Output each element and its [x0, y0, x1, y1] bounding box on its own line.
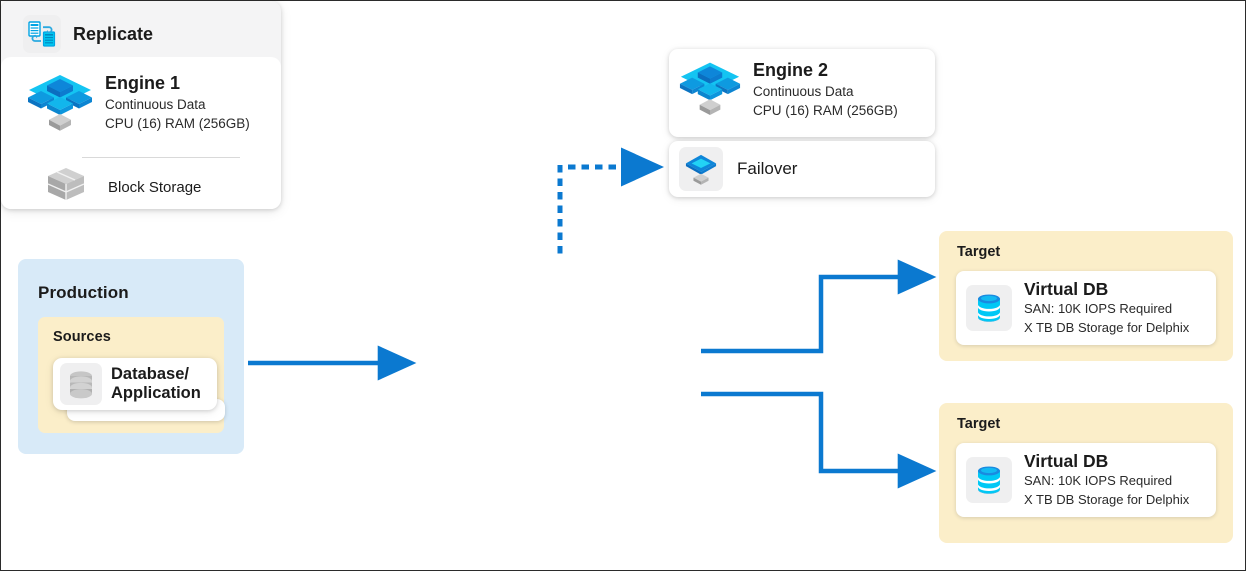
block-storage-row[interactable]: Block Storage	[46, 167, 201, 208]
replicate-icon	[23, 15, 61, 53]
engine2-title: Engine 2	[753, 60, 829, 80]
connector-engine1-to-target1	[701, 259, 937, 354]
virtual-db-subtitle-2b: X TB DB Storage for Delphix	[1024, 491, 1190, 507]
group-production: Production Sources	[18, 259, 244, 454]
virtual-db-card-1[interactable]: Virtual DB SAN: 10K IOPS Required X TB D…	[956, 271, 1216, 345]
virtual-db-text-1: Virtual DB SAN: 10K IOPS Required X TB D…	[1024, 279, 1189, 338]
block-storage-label: Block Storage	[108, 179, 202, 196]
failover-card[interactable]: Failover	[669, 141, 935, 197]
source-label-line1: Database/	[111, 365, 189, 384]
engine1-subtitle-1: Continuous Data	[105, 96, 206, 112]
virtual-db-card-2[interactable]: Virtual DB SAN: 10K IOPS Required X TB D…	[956, 443, 1216, 517]
engine1-title: Engine 1	[105, 73, 181, 93]
engine1-divider	[82, 157, 240, 158]
engine1-row[interactable]: Engine 1 Continuous Data CPU (16) RAM (2…	[27, 73, 250, 136]
source-item-database-application[interactable]: Database/Application	[53, 358, 217, 410]
source-item-label: Database/Application	[111, 365, 201, 403]
engine2-card[interactable]: Engine 2 Continuous Data CPU (16) RAM (2…	[669, 49, 935, 137]
virtual-db-title-2: Virtual DB	[1024, 450, 1109, 471]
virtual-db-icon	[966, 285, 1012, 331]
replicate-engine1-card: Replicate	[1, 1, 281, 209]
virtual-db-subtitle-1a: SAN: 10K IOPS Required	[1024, 301, 1173, 317]
target-1-title: Target	[957, 244, 1001, 260]
sources-title: Sources	[53, 329, 111, 345]
engine1-text: Engine 1 Continuous Data CPU (16) RAM (2…	[105, 73, 250, 134]
replicate-label: Replicate	[73, 23, 154, 44]
engine-icon	[27, 73, 93, 136]
source-label-line2: Application	[111, 384, 201, 402]
virtual-db-subtitle-2a: SAN: 10K IOPS Required	[1024, 473, 1173, 489]
engine2-text: Engine 2 Continuous Data CPU (16) RAM (2…	[753, 60, 898, 121]
engine1-subtitle-2: CPU (16) RAM (256GB)	[105, 116, 250, 132]
database-icon	[60, 363, 102, 405]
group-target-1: Target Virtual DB SAN: 10K IOPS Required…	[939, 231, 1233, 361]
group-target-2: Target Virtual DB SAN: 10K IOPS Required…	[939, 403, 1233, 543]
engine1-inner-card: Engine 1 Continuous Data CPU (16) RAM (2…	[1, 57, 281, 209]
engine2-row: Engine 2 Continuous Data CPU (16) RAM (2…	[679, 60, 898, 121]
virtual-db-title-1: Virtual DB	[1024, 278, 1109, 299]
engine2-subtitle-1: Continuous Data	[753, 83, 854, 99]
block-storage-icon	[46, 167, 86, 208]
virtual-db-subtitle-1b: X TB DB Storage for Delphix	[1024, 319, 1190, 335]
virtual-db-text-2: Virtual DB SAN: 10K IOPS Required X TB D…	[1024, 451, 1189, 510]
engine2-subtitle-2: CPU (16) RAM (256GB)	[753, 103, 898, 119]
connector-engine1-to-target2	[701, 391, 937, 489]
production-title: Production	[38, 283, 129, 302]
failover-label: Failover	[737, 159, 798, 178]
connector-replicate-to-failover	[557, 147, 665, 254]
virtual-db-icon	[966, 457, 1012, 503]
failover-icon	[679, 147, 723, 191]
target-2-title: Target	[957, 416, 1001, 432]
engine-icon	[679, 60, 741, 121]
replicate-row[interactable]: Replicate	[23, 15, 153, 53]
